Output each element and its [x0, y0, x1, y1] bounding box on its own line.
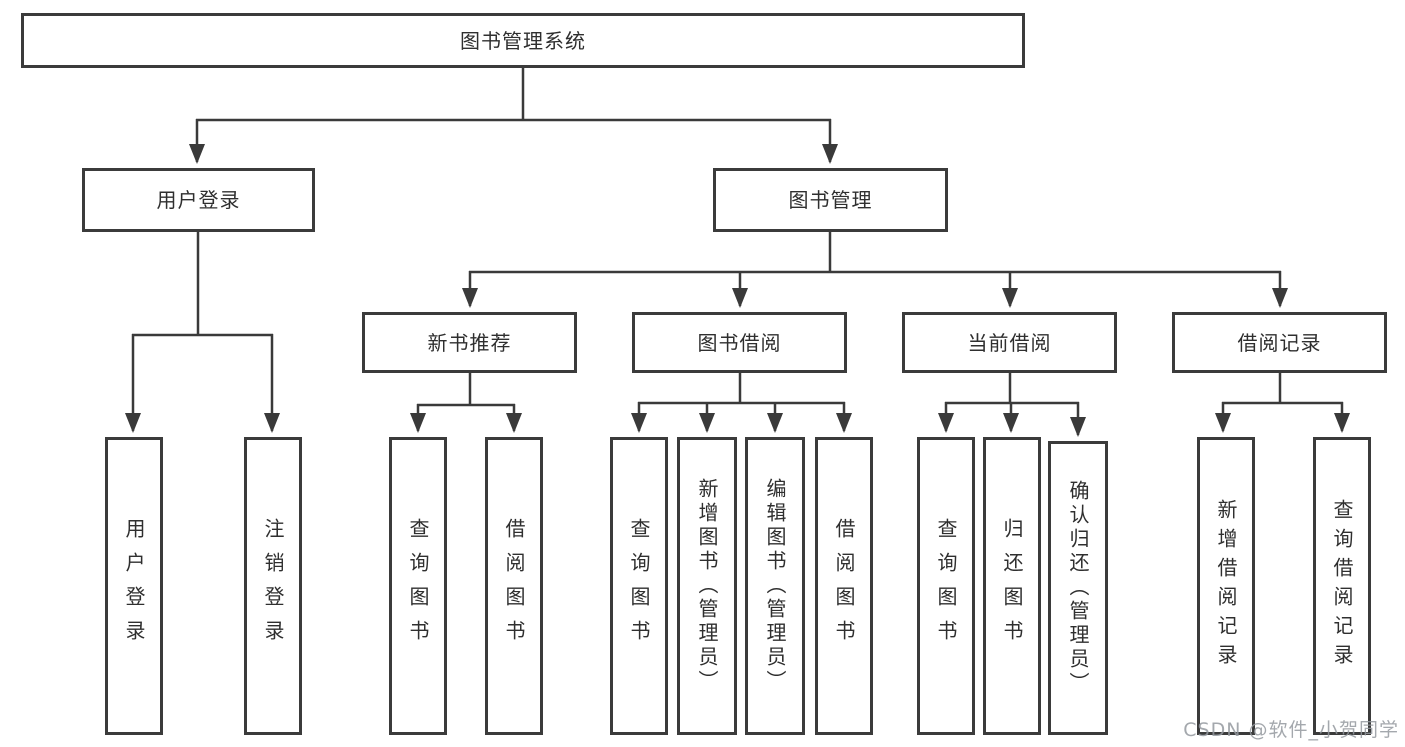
leaf-query-book-recommend: 查询图书	[389, 437, 447, 735]
leaf-borrow-book-recommend: 借阅图书	[485, 437, 543, 735]
connector-root-split	[189, 68, 838, 164]
connector-book-borrow-split	[631, 373, 852, 433]
leaf-return-book: 归还图书	[983, 437, 1041, 735]
node-user-login: 用户登录	[82, 168, 315, 232]
leaf-confirm-return-admin: 确认归还（管理员）	[1048, 441, 1108, 735]
connector-borrow-record-split	[1215, 373, 1350, 433]
node-borrow-record: 借阅记录	[1172, 312, 1387, 373]
node-new-book-recommend: 新书推荐	[362, 312, 577, 373]
connector-book-mgmt-split	[462, 232, 1288, 308]
node-book-borrow: 图书借阅	[632, 312, 847, 373]
node-book-management: 图书管理	[713, 168, 948, 232]
connector-new-book-split	[410, 373, 522, 433]
leaf-query-book-borrow: 查询图书	[610, 437, 668, 735]
csdn-watermark: CSDN @软件_小贺同学	[1183, 719, 1399, 741]
leaf-edit-book-admin: 编辑图书（管理员）	[745, 437, 805, 735]
leaf-add-borrow-record: 新增借阅记录	[1197, 437, 1255, 735]
leaf-logout-login: 注销登录	[244, 437, 302, 735]
leaf-query-borrow-record: 查询借阅记录	[1313, 437, 1371, 735]
leaf-borrow-book: 借阅图书	[815, 437, 873, 735]
connector-current-borrow-split	[938, 373, 1086, 437]
node-root-library-system: 图书管理系统	[21, 13, 1025, 68]
leaf-user-login: 用户登录	[105, 437, 163, 735]
leaf-add-book-admin: 新增图书（管理员）	[677, 437, 737, 735]
node-current-borrow: 当前借阅	[902, 312, 1117, 373]
connector-user-login-split	[125, 232, 280, 433]
leaf-query-book-current: 查询图书	[917, 437, 975, 735]
